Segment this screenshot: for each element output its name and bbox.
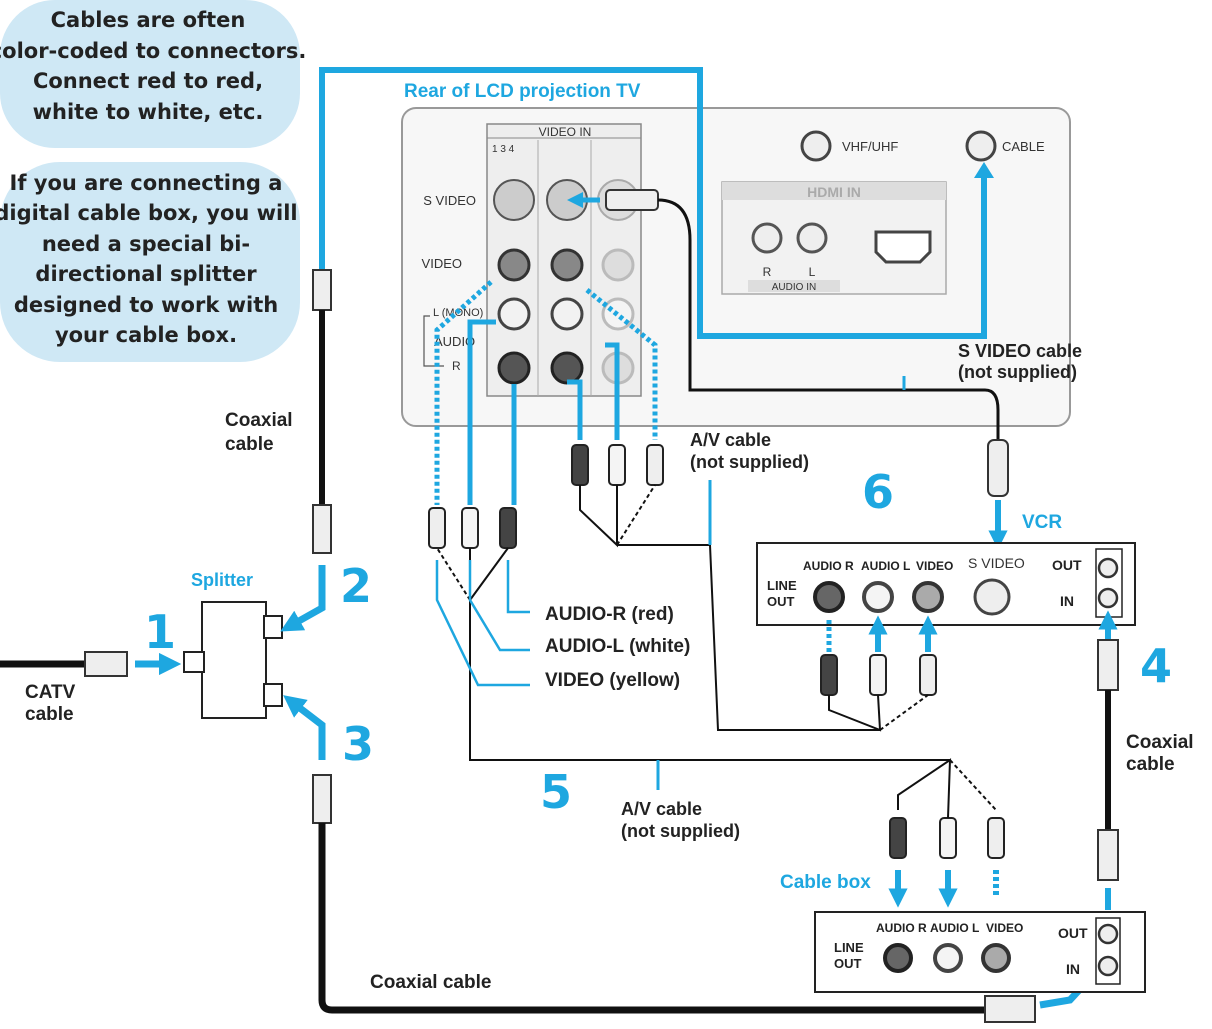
av-cable-tv-cablebox [428,280,950,790]
cable-label: CABLE [1002,139,1045,154]
video-jack [497,248,531,282]
note-line: need a special bi- [42,232,250,256]
coax-cable-top [312,67,994,554]
note-bubble-color-coding: Cables are often color-coded to connecto… [0,0,306,148]
video-yellow-label: VIDEO (yellow) [545,670,680,691]
audio-r-jack [497,351,531,385]
splitter: Splitter [0,565,326,760]
coax-bottom-label: Coaxial cable [370,972,491,993]
coax-connector-icon [984,995,1036,1023]
note-line: designed to work with [14,293,278,317]
cable-box-label: Cable box [780,872,871,893]
note-line: color-coded to connectors. [0,39,306,63]
step-number: 5 [540,765,572,819]
svideo-cable-label: (not supplied) [958,362,1077,382]
vcr-label: VCR [1022,512,1062,533]
audio-l-jack [497,297,531,331]
catv-label-line: cable [25,704,74,725]
note-line: Connect red to red, [33,69,263,93]
vcr-audio-l: AUDIO L [861,559,910,573]
hdmi-audio-r-jack [751,222,783,254]
cable-box-line-out: LINE [834,940,864,955]
vcr-svideo: S VIDEO [968,555,1025,571]
av-bottom-label: (not supplied) [621,821,740,841]
vhf-uhf-jack [800,130,832,162]
video-label: VIDEO [422,256,462,271]
cable-box-in: IN [1066,961,1080,977]
note-bubble-digital-box: If you are connecting a digital cable bo… [0,162,300,362]
vcr-line-out: LINE [767,578,797,593]
vcr-audio-r: AUDIO R [803,559,854,573]
cable-jack [965,130,997,162]
step-number: 2 [340,559,372,613]
coax-connector-icon [312,269,332,311]
step-number: 4 [1140,639,1172,693]
svideo-label: S VIDEO [423,193,476,208]
cable-box-video: VIDEO [986,921,1023,935]
note-line: If you are connecting a [10,171,283,195]
coax-cable-right [1097,610,1119,910]
note-line: digital cable box, you will [0,201,298,225]
vcr-line-out: OUT [767,594,795,609]
step-number: 6 [862,465,894,519]
video-in-label: VIDEO IN [539,125,592,139]
svideo-cable-label: S VIDEO cable [958,341,1082,361]
coax-right-label: cable [1126,754,1175,775]
vhf-uhf-label: VHF/UHF [842,139,898,154]
note-line: directional splitter [35,262,257,286]
audio-r-label: R [452,359,461,373]
step-number: 1 [144,605,176,659]
cable-box-line-out: OUT [834,956,862,971]
coax-connector-icon [312,504,332,554]
note-line: white to white, etc. [33,100,264,124]
audio-r-jack [550,351,584,385]
hdmi-audio-l-jack [796,222,828,254]
coax-right-label: Coaxial [1126,732,1194,753]
coax-connector-icon [84,651,128,677]
hdmi-audio-in-label: AUDIO IN [772,282,816,293]
coax-label-line: cable [225,434,274,455]
hdmi-l-label: L [809,265,816,279]
tv-title: Rear of LCD projection TV [404,81,641,102]
tv-rear-panel: Rear of LCD projection TV VIDEO IN 1 3 4… [401,81,1071,427]
hdmi-in-label: HDMI IN [807,184,861,200]
cable-box-out: OUT [1058,925,1088,941]
video-jack [550,248,584,282]
input-numbers: 1 3 4 [492,144,515,155]
step-number: 3 [342,717,374,771]
cable-box-audio-r: AUDIO R [876,921,927,935]
av-bottom-label: A/V cable [621,799,702,819]
vcr-video: VIDEO [916,559,953,573]
svideo-cable [566,189,1009,550]
vcr-out: OUT [1052,557,1082,573]
av-top-label: (not supplied) [690,452,809,472]
note-line: Cables are often [51,8,246,32]
splitter-label: Splitter [191,570,253,590]
audio-r-red-label: AUDIO-R (red) [545,604,674,625]
coax-label-line: Coaxial [225,410,293,431]
audio-l-jack [550,297,584,331]
coax-connector-icon [312,774,332,824]
video-jack [601,248,635,282]
audio-l-white-label: AUDIO-L (white) [545,636,690,657]
av-top-label: A/V cable [690,430,771,450]
cable-box-audio-l: AUDIO L [930,921,979,935]
catv-label-line: CATV [25,682,76,703]
vcr-in: IN [1060,593,1074,609]
vcr: VCR AUDIO R AUDIO L VIDEO S VIDEO LINE O… [756,512,1136,732]
av-cable-tv-vcr [567,288,880,731]
hdmi-port-icon [874,230,932,264]
audio-label: AUDIO [434,334,475,349]
note-line: your cable box. [55,323,237,347]
hdmi-r-label: R [763,265,772,279]
cable-box: Cable box AUDIO R AUDIO L VIDEO LINE OUT… [780,758,1146,993]
